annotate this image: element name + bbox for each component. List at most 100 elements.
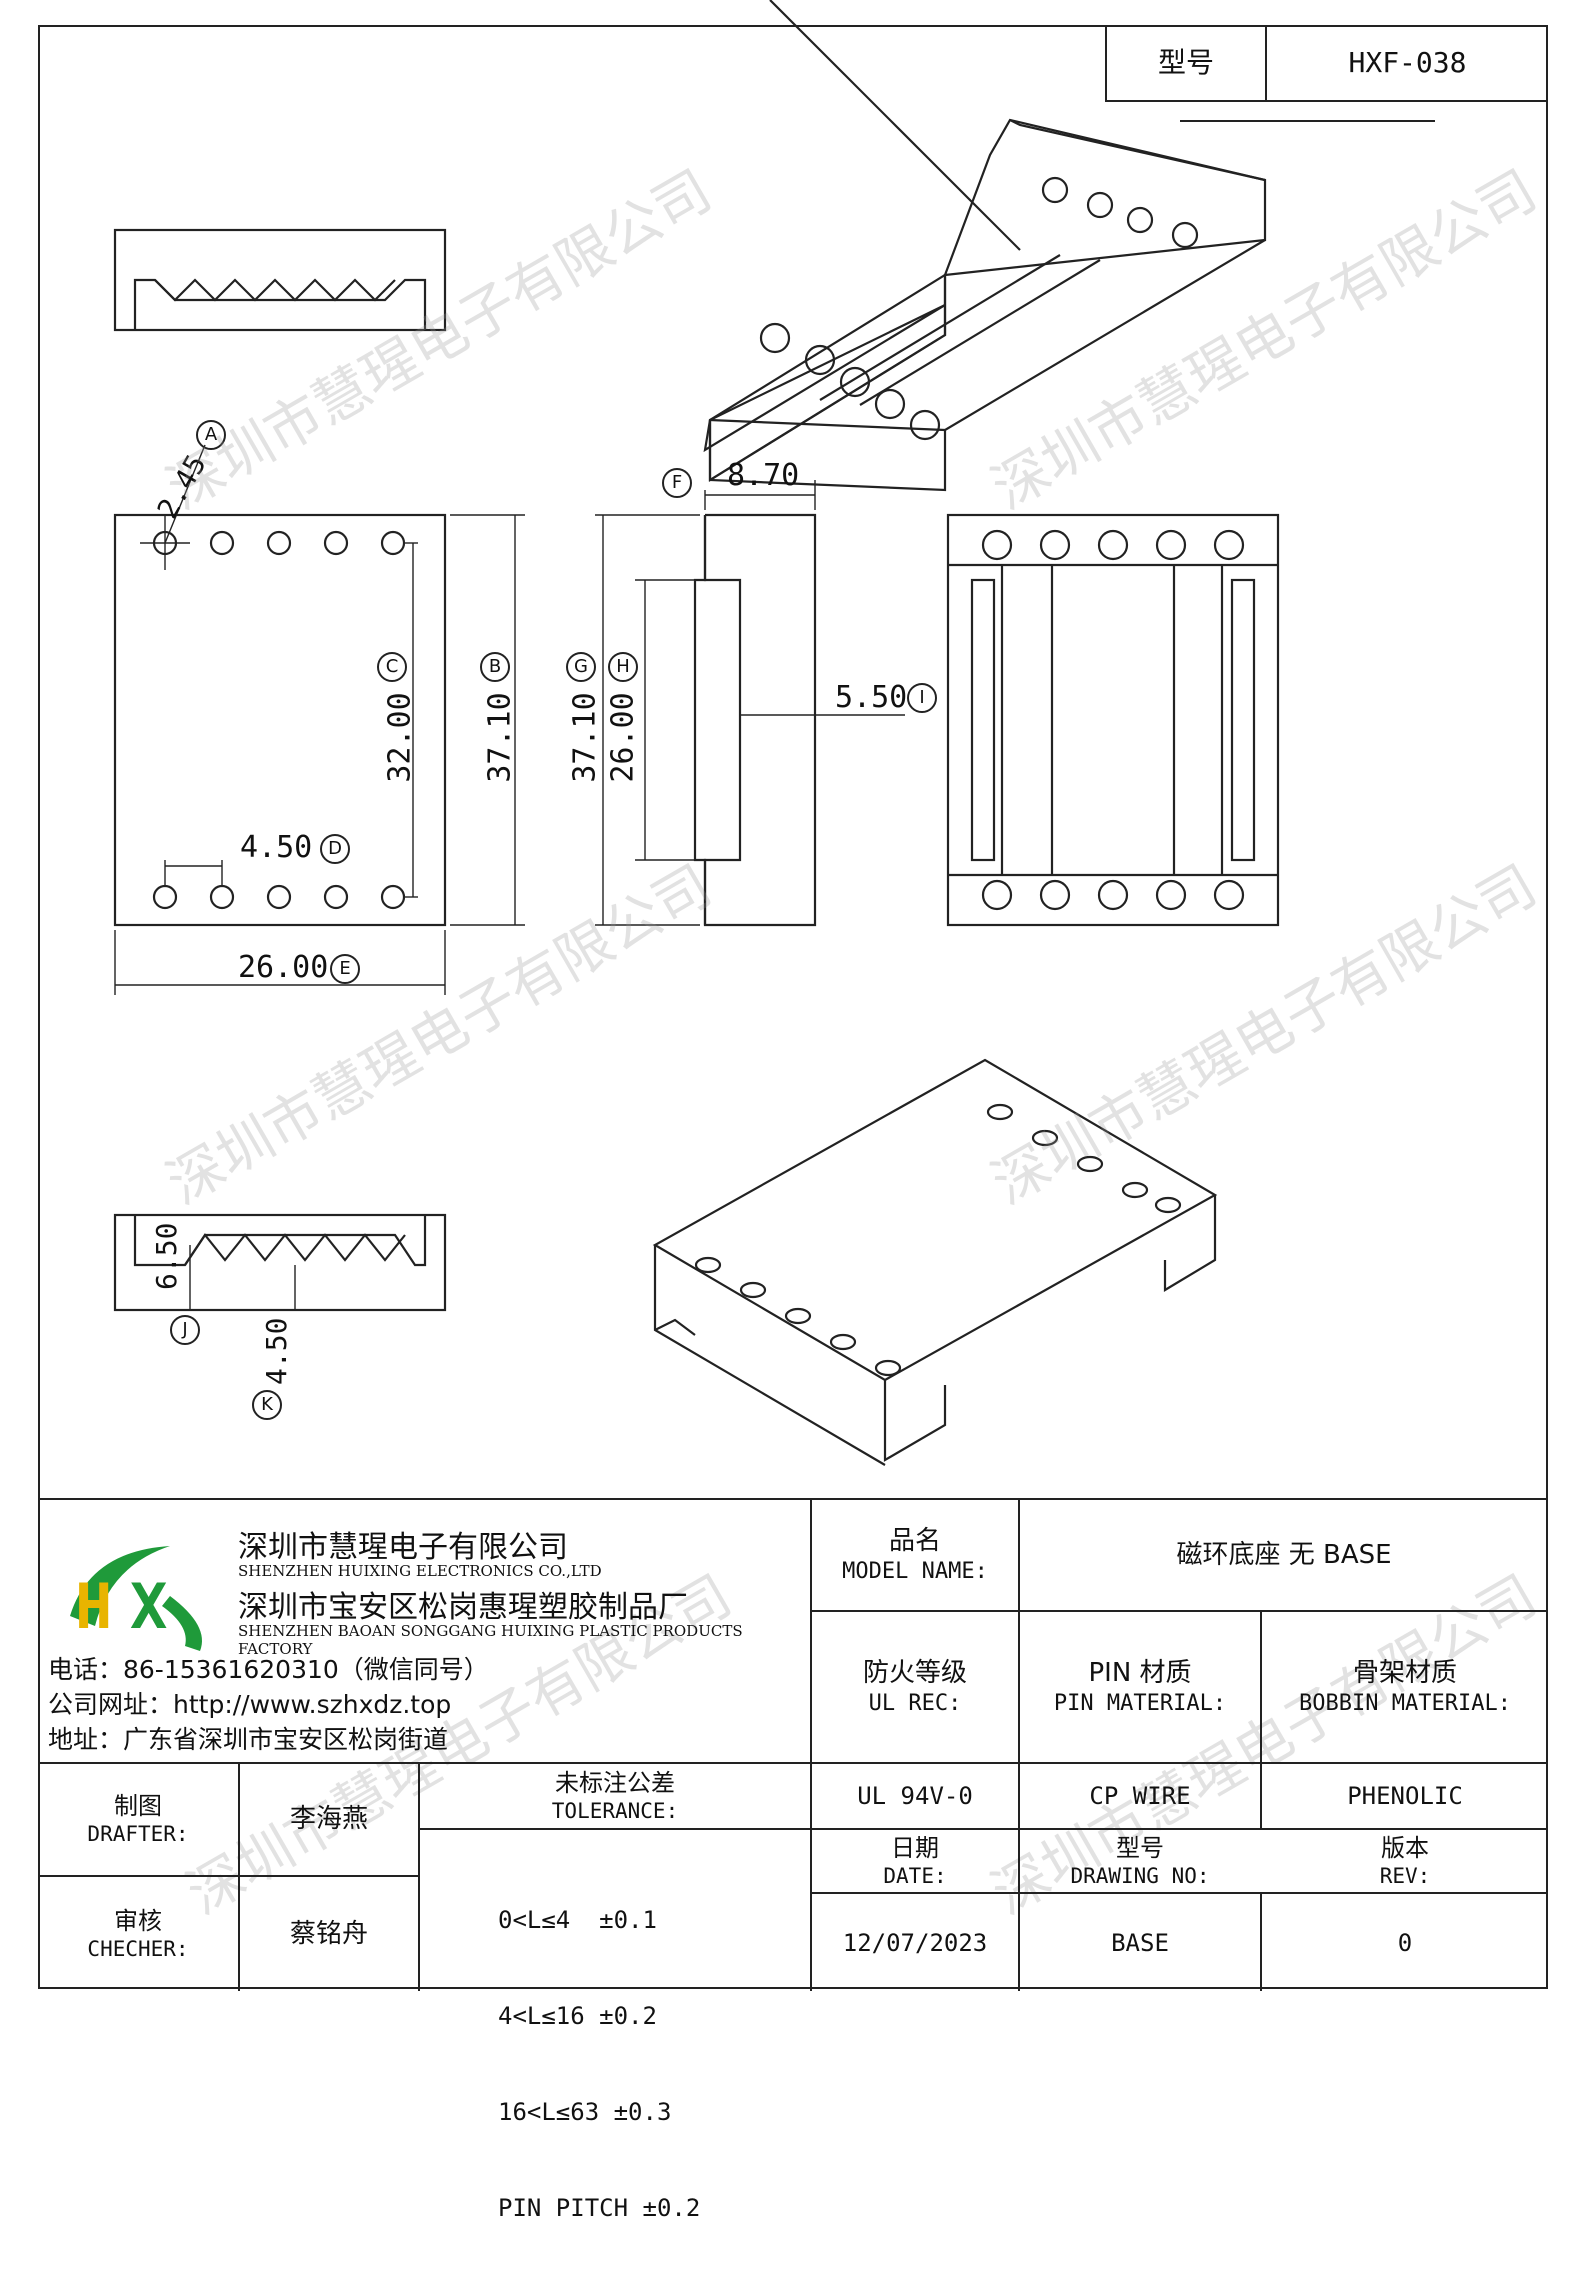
- dim-b: 37.10: [482, 692, 518, 783]
- checker-cn: 审核: [114, 1906, 162, 1935]
- dim-k: 4.50: [260, 1317, 293, 1385]
- tolerance-row: PIN PITCH ±0.2: [498, 2194, 701, 2222]
- tolerance-row: 4<L≤16 ±0.2: [498, 2002, 657, 2030]
- dim-c: 32.00: [382, 692, 418, 783]
- bobbin-cn: 骨架材质: [1352, 1658, 1457, 1688]
- ul-value: UL 94V-0: [857, 1782, 973, 1810]
- tolerance-label: 未标注公差 TOLERANCE:: [420, 1764, 810, 1828]
- grid-line: [810, 1892, 1548, 1894]
- iso-view-bottom: [652, 1058, 1218, 1466]
- front-view: [113, 1213, 447, 1312]
- marker-e: E: [330, 954, 360, 984]
- marker-d: D: [320, 834, 350, 864]
- bobbin-en: BOBBIN MATERIAL:: [1299, 1690, 1511, 1716]
- rev-label: 版本 REV:: [1262, 1830, 1548, 1892]
- grid-line: [1260, 1610, 1262, 1828]
- marker-k: K: [252, 1390, 282, 1420]
- drafter-name: 李海燕: [289, 1804, 368, 1835]
- inner-view: [946, 513, 1280, 927]
- dim-e: 26.00: [238, 950, 329, 985]
- rev-en: REV:: [1379, 1863, 1431, 1888]
- model-box: 型号 HXF-038: [1105, 25, 1548, 102]
- svg-text:X: X: [130, 1570, 167, 1643]
- side-view: [595, 480, 905, 927]
- checker-name: 蔡铭舟: [289, 1918, 368, 1949]
- grid-line: [810, 1500, 812, 1991]
- checker-en: CHECHER:: [87, 1936, 189, 1961]
- date-cn: 日期: [891, 1833, 939, 1862]
- svg-text:H: H: [75, 1570, 112, 1643]
- rev-cn: 版本: [1381, 1833, 1429, 1862]
- dim-g: 37.10: [567, 692, 603, 783]
- ul-en: UL REC:: [868, 1690, 962, 1716]
- dim-j: 6.50: [150, 1222, 183, 1290]
- tolerance-cn: 未标注公差: [555, 1768, 675, 1797]
- pin-material-label: PIN 材质 PIN MATERIAL:: [1020, 1612, 1260, 1762]
- pin-value: CP WIRE: [1089, 1782, 1191, 1810]
- iso-view-top: [703, 0, 1267, 492]
- grid-line: [38, 1875, 418, 1877]
- grid-line: [418, 1828, 1548, 1830]
- rev-value: 0: [1397, 1928, 1413, 1957]
- drawing-en: DRAWING NO:: [1070, 1863, 1210, 1888]
- ul-label: 防火等级 UL REC:: [812, 1612, 1018, 1762]
- checker-label: 审核 CHECHER:: [38, 1877, 238, 1991]
- marker-b: B: [480, 652, 510, 682]
- model-name-value: 磁环底座 无 BASE: [1176, 1539, 1392, 1570]
- title-block: H X 深圳市慧瑆电子有限公司 SHENZHEN HUIXING ELECTRO…: [38, 1498, 1548, 2222]
- ul-cn: 防火等级: [862, 1658, 967, 1688]
- drawing-sheet: [38, 25, 1548, 1989]
- dim-f: 8.70: [727, 458, 800, 493]
- marker-g: G: [566, 652, 596, 682]
- company-logo: H X: [70, 1546, 202, 1651]
- model-box-value: HXF-038: [1348, 46, 1467, 79]
- grid-line: [238, 1762, 240, 1991]
- marker-c: C: [377, 652, 407, 682]
- company-address: 地址：广东省深圳市宝安区松岗街道: [48, 1725, 449, 1754]
- model-box-label: 型号: [1107, 25, 1267, 100]
- end-view-top: [113, 228, 447, 332]
- top-view: [113, 444, 525, 995]
- drafter-en: DRAFTER:: [87, 1822, 189, 1847]
- marker-f: F: [662, 468, 692, 498]
- bobbin-value: PHENOLIC: [1347, 1782, 1463, 1810]
- dim-d: 4.50: [240, 830, 313, 865]
- grid-line: [810, 1610, 1548, 1612]
- marker-h: H: [608, 652, 638, 682]
- factory-name-cn: 深圳市宝安区松岗惠瑆塑胶制品厂: [238, 1590, 688, 1625]
- drafter-label: 制图 DRAFTER:: [38, 1764, 238, 1875]
- grid-line: [1260, 1892, 1262, 1991]
- company-area: H X 深圳市慧瑆电子有限公司 SHENZHEN HUIXING ELECTRO…: [38, 1500, 810, 1762]
- marker-i: I: [907, 683, 937, 713]
- marker-j: J: [170, 1315, 200, 1345]
- grid-line: [1018, 1500, 1020, 1991]
- date-en: DATE:: [883, 1863, 947, 1888]
- drafter-cn: 制图: [114, 1792, 162, 1821]
- date-value: 12/07/2023: [842, 1928, 988, 1957]
- factory-name-en: SHENZHEN BAOAN SONGGANG HUIXING PLASTIC …: [238, 1622, 743, 1658]
- date-label: 日期 DATE:: [812, 1830, 1018, 1892]
- tolerance-en: TOLERANCE:: [551, 1798, 679, 1823]
- tolerance-row: 0<L≤4 ±0.1: [498, 1906, 657, 1934]
- company-name-en: SHENZHEN HUIXING ELECTRONICS CO.,LTD: [238, 1562, 602, 1580]
- company-phone: 电话：86-15361620310（微信同号）: [48, 1655, 489, 1684]
- bobbin-material-label: 骨架材质 BOBBIN MATERIAL:: [1262, 1612, 1548, 1762]
- grid-line: [418, 1762, 420, 1991]
- pin-en: PIN MATERIAL:: [1053, 1690, 1227, 1716]
- pin-cn: PIN 材质: [1088, 1658, 1192, 1688]
- drawing-cn: 型号: [1116, 1833, 1164, 1862]
- tolerance-row: 16<L≤63 ±0.3: [498, 2098, 672, 2126]
- grid-line: [38, 1762, 1548, 1764]
- company-name-cn: 深圳市慧瑆电子有限公司: [238, 1530, 568, 1565]
- company-website: 公司网址：http://www.szhxdz.top: [48, 1690, 452, 1719]
- model-name-en: MODEL NAME:: [842, 1558, 988, 1584]
- underline-mark: [1180, 120, 1435, 122]
- dim-i: 5.50: [835, 680, 908, 715]
- technical-drawing: [113, 0, 1280, 1466]
- marker-a: A: [196, 420, 226, 450]
- model-name-label: 品名 MODEL NAME:: [812, 1500, 1018, 1610]
- dim-h: 26.00: [605, 692, 641, 783]
- drawing-no-value: BASE: [1111, 1928, 1169, 1957]
- model-name-cn: 品名: [888, 1526, 941, 1556]
- drawing-no-label: 型号 DRAWING NO:: [1020, 1830, 1260, 1892]
